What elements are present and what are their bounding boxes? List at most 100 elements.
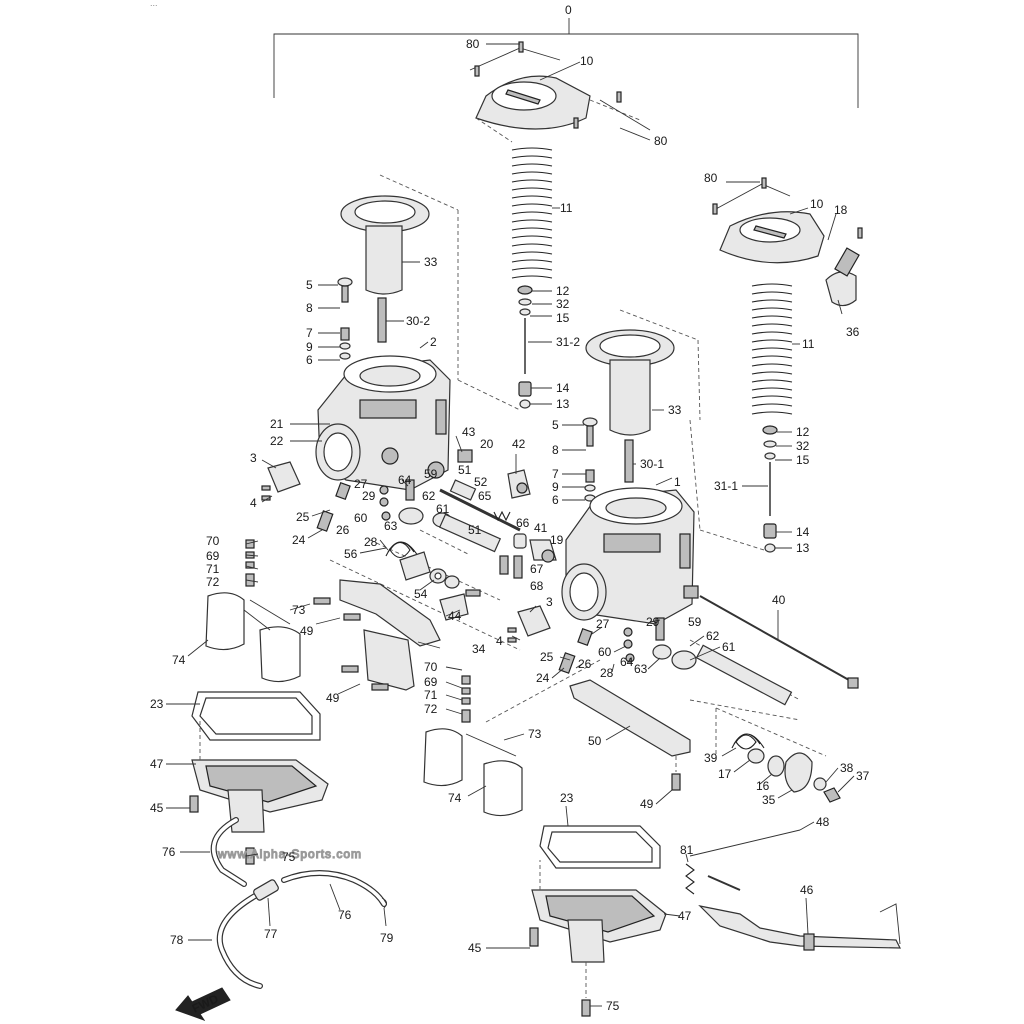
callout-label: 47: [150, 757, 164, 771]
callout-label: 64: [620, 655, 634, 669]
callout-label: 10: [580, 54, 594, 68]
callout-label: 75: [282, 850, 296, 864]
callout-label: 47: [678, 909, 692, 923]
callout-label: 44: [448, 609, 462, 623]
spring-right: [751, 283, 793, 415]
gasket-right: [539, 825, 661, 869]
callout-label: 59: [688, 615, 702, 629]
gasket-left: [191, 691, 321, 741]
callout-label: 46: [800, 883, 814, 897]
callout-label: 49: [640, 797, 654, 811]
callout-label: 16: [756, 779, 770, 793]
callout-label: 6: [306, 353, 313, 367]
callout-label: 60: [598, 645, 612, 659]
carburetor-body-left: [315, 355, 451, 491]
top-fragment-text: ...: [150, 0, 158, 8]
needle-center: [517, 285, 533, 409]
choke-spring-left: [385, 533, 557, 621]
callout-label: 68: [530, 579, 544, 593]
callout-label: 35: [762, 793, 776, 807]
callout-label: 67: [530, 562, 544, 576]
callout-label: 48: [816, 815, 830, 829]
callout-label: 21: [270, 417, 284, 431]
callout-label: 37: [856, 769, 870, 783]
callout-label: 17: [718, 767, 732, 781]
callout-label: 72: [424, 702, 438, 716]
callout-label: 52: [474, 475, 488, 489]
assembly-bracket: [273, 18, 859, 108]
callout-label: 78: [170, 933, 184, 947]
callout-label: 36: [846, 325, 860, 339]
top-cap-right: [712, 177, 863, 307]
callout-label: 43: [462, 425, 476, 439]
callout-label: 62: [422, 489, 436, 503]
callout-leaders: [166, 43, 855, 1007]
callout-label: 32: [556, 297, 570, 311]
diaphragm-left: [340, 174, 521, 411]
throttle-pulley: [715, 707, 841, 803]
callout-label: 27: [596, 617, 610, 631]
callout-label: 29: [646, 615, 660, 629]
callout-label: 61: [436, 502, 450, 516]
callout-label: 80: [466, 37, 480, 51]
callout-label: 65: [478, 489, 492, 503]
throttle-shaft-left: [439, 469, 531, 532]
callout-label: 31-1: [714, 479, 738, 493]
callout-label: 71: [206, 562, 220, 576]
callout-label: 13: [556, 397, 570, 411]
callout-label: 27: [354, 477, 368, 491]
callout-label: 56: [344, 547, 358, 561]
callout-label: 72: [206, 575, 220, 589]
carburetor-body-right: [561, 487, 699, 625]
callout-label: 61: [722, 640, 736, 654]
callout-label: 5: [552, 418, 559, 432]
callout-label: 80: [654, 134, 668, 148]
callout-label: 76: [162, 845, 176, 859]
callout-label: 31-2: [556, 335, 580, 349]
callout-label: 49: [300, 624, 314, 638]
callout-label: 26: [578, 657, 592, 671]
callout-label: 11: [802, 337, 815, 351]
callout-label: 69: [424, 675, 438, 689]
callout-label: 32: [796, 439, 810, 453]
callout-label: 63: [384, 519, 398, 533]
callout-label: 33: [424, 255, 438, 269]
callout-label: 73: [528, 727, 542, 741]
callout-label: 11: [560, 201, 573, 215]
callout-label: 23: [150, 697, 164, 711]
callout-label: 5: [306, 278, 313, 292]
float-bowl-left: [189, 720, 329, 833]
callout-label: 14: [796, 525, 810, 539]
callout-label: 41: [534, 521, 548, 535]
callout-label: 9: [552, 480, 559, 494]
throttle-rod-right: [689, 595, 859, 721]
callout-label: 51: [458, 463, 472, 477]
callout-label: 81: [680, 843, 694, 857]
callout-label: 69: [206, 549, 220, 563]
bracket-right: [569, 679, 691, 791]
callout-label: 70: [206, 534, 220, 548]
callout-label: 33: [668, 403, 682, 417]
callout-label: 70: [424, 660, 438, 674]
callout-label: 73: [292, 603, 306, 617]
callout-label: 74: [448, 791, 462, 805]
callout-label: 63: [634, 662, 648, 676]
watermark-text: www.Alpha-Sports.com: [217, 847, 362, 861]
callout-label: 4: [250, 496, 257, 510]
callout-label: 24: [536, 671, 550, 685]
callout-label: 3: [250, 451, 257, 465]
callout-label: 66: [516, 516, 530, 530]
callout-label: 13: [796, 541, 810, 555]
callout-label: 79: [380, 931, 394, 945]
callout-label: 25: [540, 650, 554, 664]
callout-label: 39: [704, 751, 718, 765]
callout-label: 28: [364, 535, 378, 549]
float-left: [205, 539, 301, 683]
callout-label: 45: [468, 941, 482, 955]
callout-label: 9: [306, 340, 313, 354]
float-bowl-right: [529, 860, 667, 1017]
callout-label: 0: [565, 3, 572, 17]
mount-bracket-left: [313, 579, 441, 691]
callout-label: 60: [354, 511, 368, 525]
